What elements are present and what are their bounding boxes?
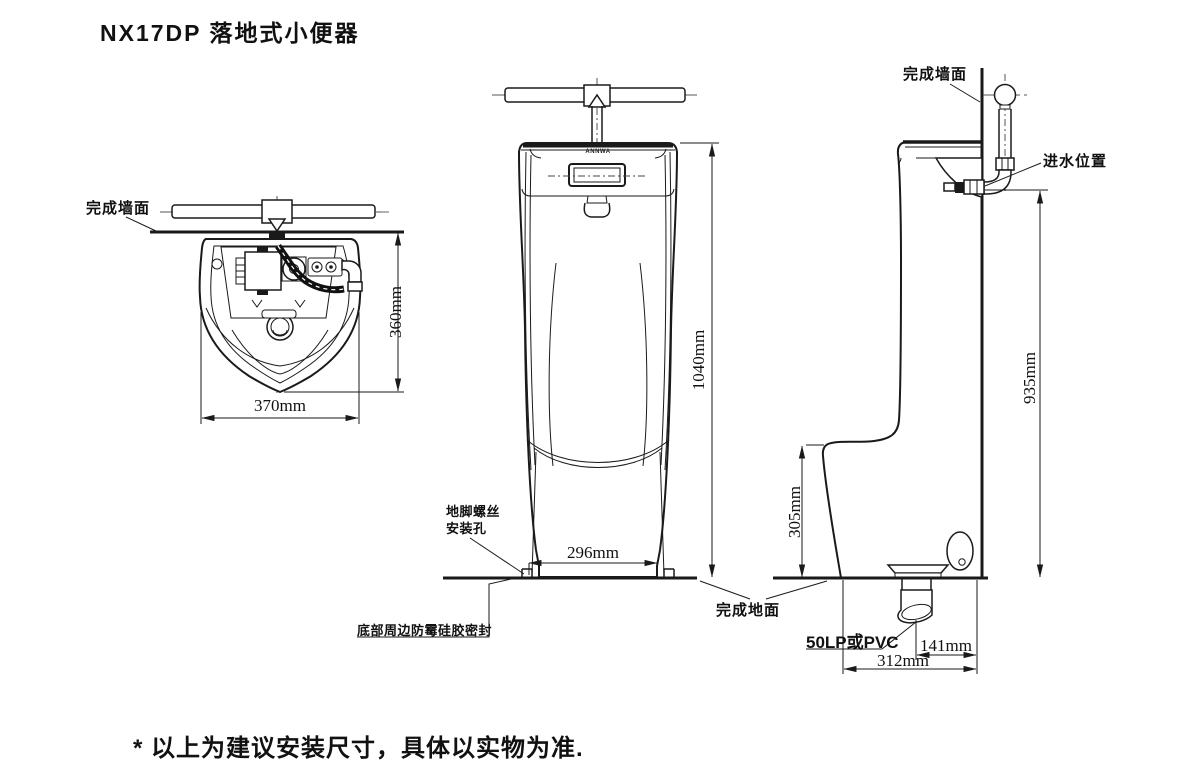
shutoff-ball bbox=[993, 83, 1017, 107]
mount-hole-left bbox=[211, 258, 223, 270]
silicone-leader bbox=[357, 576, 521, 638]
label-silicone-seal: 底部周边防霉硅胶密封 bbox=[357, 623, 493, 638]
solenoid-box bbox=[244, 251, 282, 291]
label-finished-floor: 完成地面 bbox=[716, 602, 781, 619]
brand-logo: ANNWA bbox=[585, 149, 611, 155]
bowl-lip-inner bbox=[533, 447, 663, 468]
foot-left bbox=[521, 568, 533, 577]
label-anchor-screw-1: 地脚螺丝 bbox=[446, 504, 501, 519]
bowl-lip-outer bbox=[526, 439, 670, 463]
top-view bbox=[125, 196, 404, 424]
dim-312: 312mm bbox=[877, 651, 929, 670]
urinal-outline-front bbox=[517, 142, 679, 578]
floor-label-leaders bbox=[699, 580, 828, 600]
page-title: NX17DP 落地式小便器 bbox=[100, 20, 360, 46]
dim-141: 141mm bbox=[920, 636, 972, 655]
spray-arrows bbox=[251, 299, 306, 308]
label-drain-pipe: 50LP或PVC bbox=[806, 633, 899, 652]
urinal-inner-top bbox=[210, 245, 350, 384]
fitting-block bbox=[307, 257, 343, 277]
drain-pipe-leader bbox=[806, 621, 917, 650]
drain-flange bbox=[886, 564, 950, 574]
dim-360: 360mm bbox=[386, 286, 405, 338]
label-water-inlet: 进水位置 bbox=[1043, 153, 1108, 170]
wall-leader bbox=[125, 216, 157, 232]
footnote: * 以上为建议安装尺寸，具体以实物为准. bbox=[133, 735, 584, 762]
dim-370: 370mm bbox=[254, 396, 306, 415]
label-finished-wall-top: 完成墙面 bbox=[86, 200, 151, 217]
valve-assembly bbox=[235, 243, 363, 319]
sensor-window bbox=[568, 163, 626, 187]
deck-panel bbox=[220, 246, 337, 319]
wall-side-leader bbox=[949, 83, 981, 103]
anchor-screw-leader bbox=[469, 537, 525, 575]
dim-296: 296mm bbox=[567, 543, 619, 562]
wall-coupling bbox=[963, 179, 985, 195]
inlet-leader bbox=[984, 162, 1042, 187]
pipe-nut bbox=[995, 157, 1015, 171]
dim-1040: 1040mm bbox=[689, 329, 708, 391]
sensor-panel-bottom bbox=[521, 188, 675, 197]
label-finished-wall-side: 完成墙面 bbox=[903, 66, 968, 83]
side-view bbox=[773, 68, 1048, 674]
foot-right bbox=[663, 568, 675, 577]
flow-arrow-down bbox=[267, 218, 287, 233]
dim-935: 935mm bbox=[1020, 352, 1039, 404]
outlet-oval bbox=[946, 531, 974, 571]
front-view bbox=[357, 78, 828, 638]
dim-305: 305mm bbox=[785, 486, 804, 538]
spout-top bbox=[261, 309, 297, 319]
urinal-profile-side bbox=[821, 141, 906, 579]
drain-pipe bbox=[897, 589, 933, 624]
label-anchor-screw-2: 安装孔 bbox=[446, 521, 487, 536]
flow-arrow-up bbox=[587, 93, 607, 108]
spout-front bbox=[583, 202, 611, 218]
inlet-elbow bbox=[983, 169, 1012, 195]
